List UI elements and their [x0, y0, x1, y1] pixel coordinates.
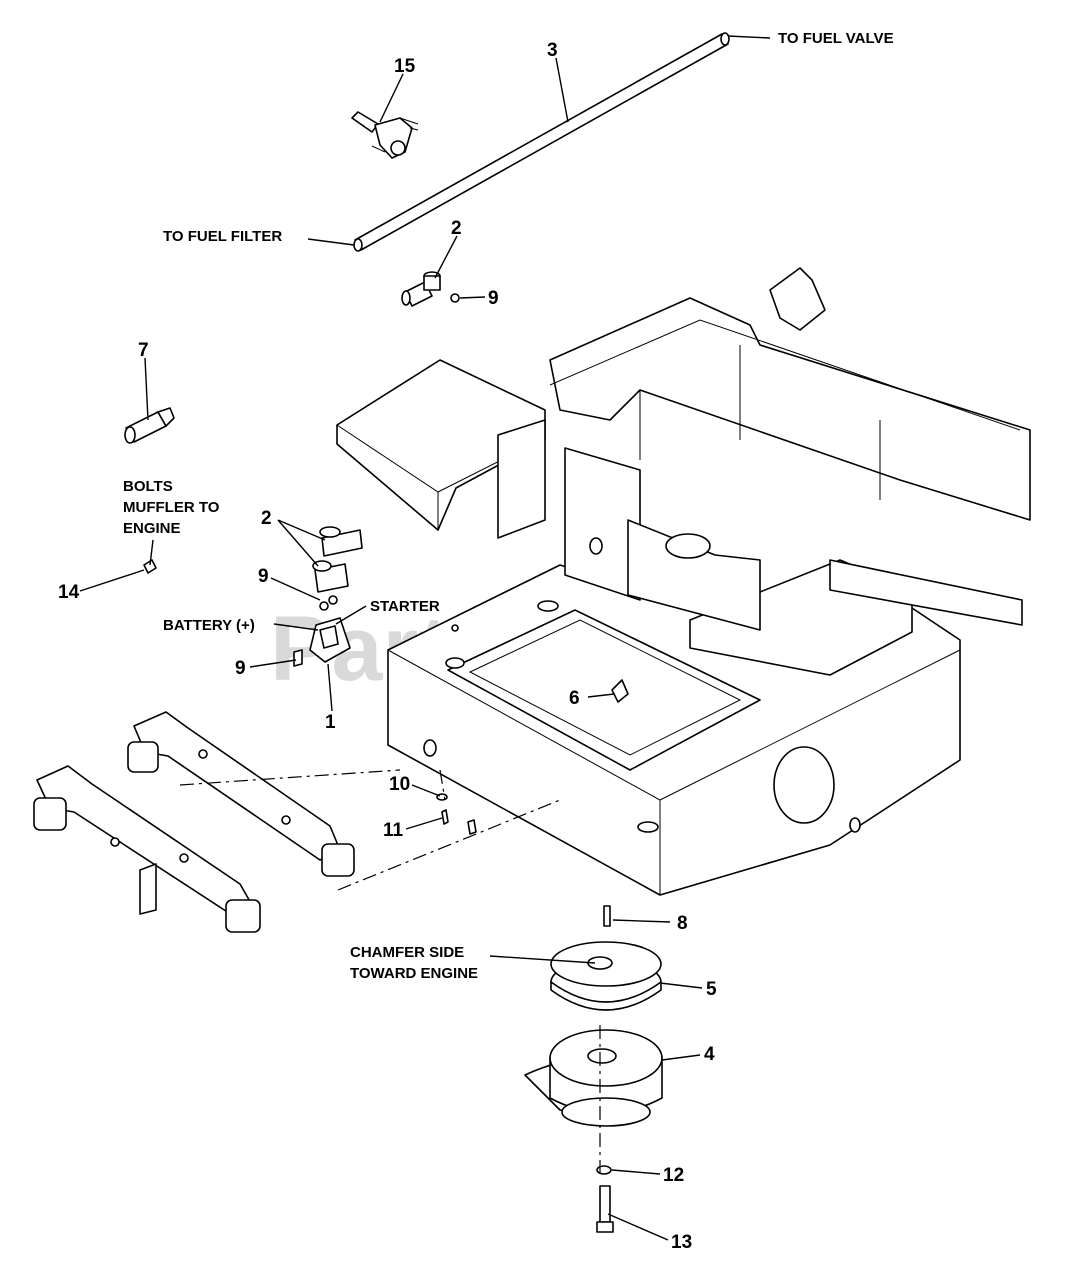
note-bolts-line-1: BOLTS [123, 478, 173, 495]
note-battery: BATTERY (+) [163, 617, 255, 634]
note-bolts-line-2: MUFFLER TO [123, 499, 220, 516]
washer-icon [596, 1165, 612, 1175]
callout-12: 12 [663, 1165, 684, 1186]
pto-clutch-icon [524, 1029, 663, 1127]
callout-9: 9 [235, 658, 246, 679]
callout-2: 2 [451, 218, 462, 239]
chassis-frame-icon [336, 267, 1031, 896]
callout-11: 11 [383, 820, 404, 841]
pulley-icon [550, 941, 662, 1011]
washer-and-screw-icon [436, 793, 477, 835]
pulley-key-icon [603, 905, 611, 927]
assembly-centerlines [179, 769, 601, 1178]
starter-solenoid-icon [293, 526, 363, 667]
callout-numbers: 15 3 2 9 7 14 2 9 9 1 6 10 11 8 5 4 12 1… [58, 40, 717, 1253]
rubber-mount-icon [33, 741, 355, 933]
callout-8: 8 [677, 913, 688, 934]
note-bolts-line-3: ENGINE [123, 520, 181, 537]
callout-15: 15 [394, 56, 416, 77]
callout-5: 5 [706, 979, 717, 1000]
clip-icon [611, 679, 629, 703]
muffler-bolt-icon [143, 559, 157, 574]
callout-7: 7 [138, 340, 149, 361]
callout-1: 1 [325, 712, 336, 733]
leader-lines [79, 35, 771, 1241]
callout-13: 13 [671, 1232, 692, 1253]
callout-9: 9 [258, 566, 269, 587]
callout-4: 4 [704, 1044, 715, 1065]
note-chamfer-line-1: CHAMFER SIDE [350, 944, 464, 961]
callout-10: 10 [389, 774, 410, 795]
callout-9: 9 [488, 288, 499, 309]
callout-2: 2 [261, 508, 272, 529]
callout-3: 3 [547, 40, 558, 61]
pulley-bolt-icon [596, 1185, 614, 1233]
note-to-fuel-filter: TO FUEL FILTER [163, 228, 282, 245]
text-notes: TO FUEL VALVE TO FUEL FILTER BOLTS MUFFL… [123, 30, 894, 982]
fuel-hose-icon [353, 32, 730, 252]
engine-mount-rails-icon [33, 711, 355, 933]
spark-plug-icon [351, 111, 419, 159]
hose-tee-fitting-icon [401, 271, 460, 307]
callout-14: 14 [58, 582, 80, 603]
note-chamfer-line-2: TOWARD ENGINE [350, 965, 478, 982]
fuel-fitting-icon [124, 407, 175, 444]
note-starter: STARTER [370, 598, 440, 615]
note-to-fuel-valve: TO FUEL VALVE [778, 30, 894, 47]
callout-6: 6 [569, 688, 580, 709]
